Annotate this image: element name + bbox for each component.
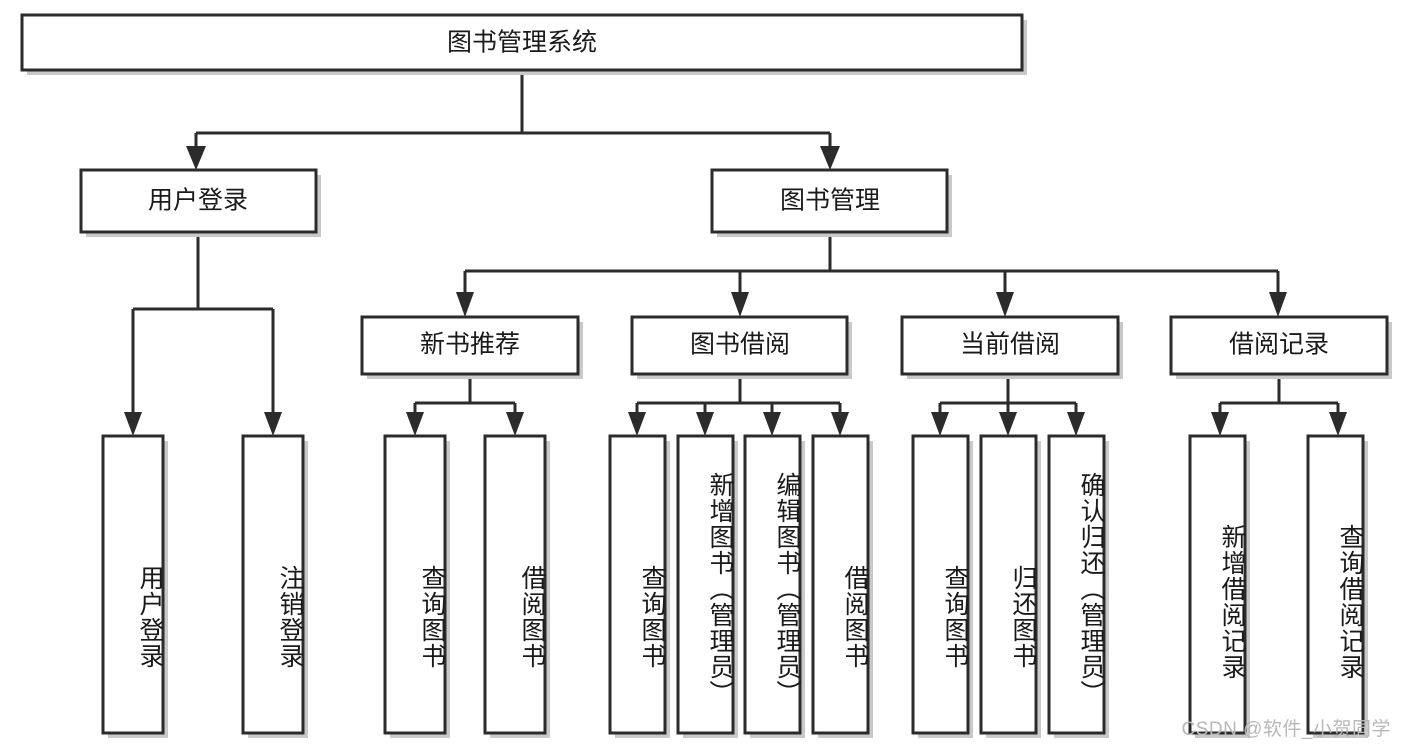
node-user-login-label: 用户登录 — [148, 187, 248, 215]
node-leaf-add-book-admin-box[interactable] — [676, 434, 735, 735]
arrow-head-leaf-borrow-book-1 — [506, 412, 524, 436]
arrow-head-current-borrow — [996, 292, 1014, 317]
arrow-head-leaf-edit-book-admin — [763, 412, 781, 436]
node-leaf-query-book-1-box[interactable] — [383, 434, 447, 735]
arrow-head-borrow-record — [1269, 292, 1287, 317]
node-root-box[interactable] — [20, 13, 1024, 72]
arrow-head-leaf-query-book-2 — [628, 412, 646, 436]
node-book-borrow-box[interactable] — [630, 315, 849, 376]
node-leaf-logout-login-box[interactable] — [241, 434, 305, 735]
node-layer — [20, 13, 1389, 735]
arrow-head-leaf-add-book-admin — [696, 412, 714, 436]
csdn-watermark: CSDN @软件_小贺同学 — [1181, 719, 1391, 740]
node-leaf-edit-book-admin-box[interactable] — [743, 434, 802, 735]
arrow-head-leaf-query-book-3 — [931, 412, 949, 436]
arrow-head-leaf-query-book-1 — [406, 412, 424, 436]
arrow-head-leaf-logout-login — [264, 412, 282, 436]
arrow-head-user-login — [186, 146, 206, 170]
arrow-head-leaf-query-borrow-record — [1329, 412, 1347, 436]
node-leaf-return-book-box[interactable] — [979, 434, 1038, 735]
node-root-label: 图书管理系统 — [447, 29, 597, 57]
node-current-borrow-box[interactable] — [900, 315, 1120, 376]
horizontal-label-layer: 图书管理系统 用户登录 图书管理 新书推荐 图书借阅 当前借阅 借阅记录 — [148, 29, 1329, 359]
node-leaf-query-borrow-record-box[interactable] — [1306, 434, 1365, 735]
node-user-login-box[interactable] — [79, 168, 318, 234]
node-new-book-recommend-box[interactable] — [360, 315, 580, 376]
arrow-head-book-management — [820, 146, 840, 170]
arrow-head-book-borrow — [731, 292, 749, 317]
node-current-borrow-label: 当前借阅 — [960, 331, 1060, 359]
node-book-management-label: 图书管理 — [780, 187, 880, 215]
arrow-head-leaf-confirm-return-admin — [1067, 412, 1085, 436]
arrow-head-leaf-return-book — [999, 412, 1017, 436]
node-leaf-user-login-box[interactable] — [101, 434, 165, 735]
node-leaf-borrow-book-1-box[interactable] — [483, 434, 547, 735]
node-leaf-borrow-book-2-box[interactable] — [811, 434, 870, 735]
arrow-head-new-book-recommend — [456, 292, 474, 317]
node-leaf-query-book-3-box[interactable] — [911, 434, 970, 735]
node-new-book-recommend-label: 新书推荐 — [420, 331, 520, 359]
arrow-head-leaf-borrow-book-2 — [831, 412, 849, 436]
node-borrow-record-label: 借阅记录 — [1229, 331, 1329, 359]
connector-layer — [124, 70, 1347, 436]
node-leaf-confirm-return-admin-box[interactable] — [1047, 434, 1106, 735]
arrow-head-leaf-user-login — [124, 412, 142, 436]
node-borrow-record-box[interactable] — [1169, 315, 1389, 376]
node-leaf-add-borrow-record-box[interactable] — [1188, 434, 1247, 735]
arrow-head-leaf-add-borrow-record — [1211, 412, 1229, 436]
node-book-borrow-label: 图书借阅 — [690, 331, 790, 359]
node-book-management-box[interactable] — [710, 168, 949, 234]
node-leaf-query-book-2-box[interactable] — [608, 434, 667, 735]
